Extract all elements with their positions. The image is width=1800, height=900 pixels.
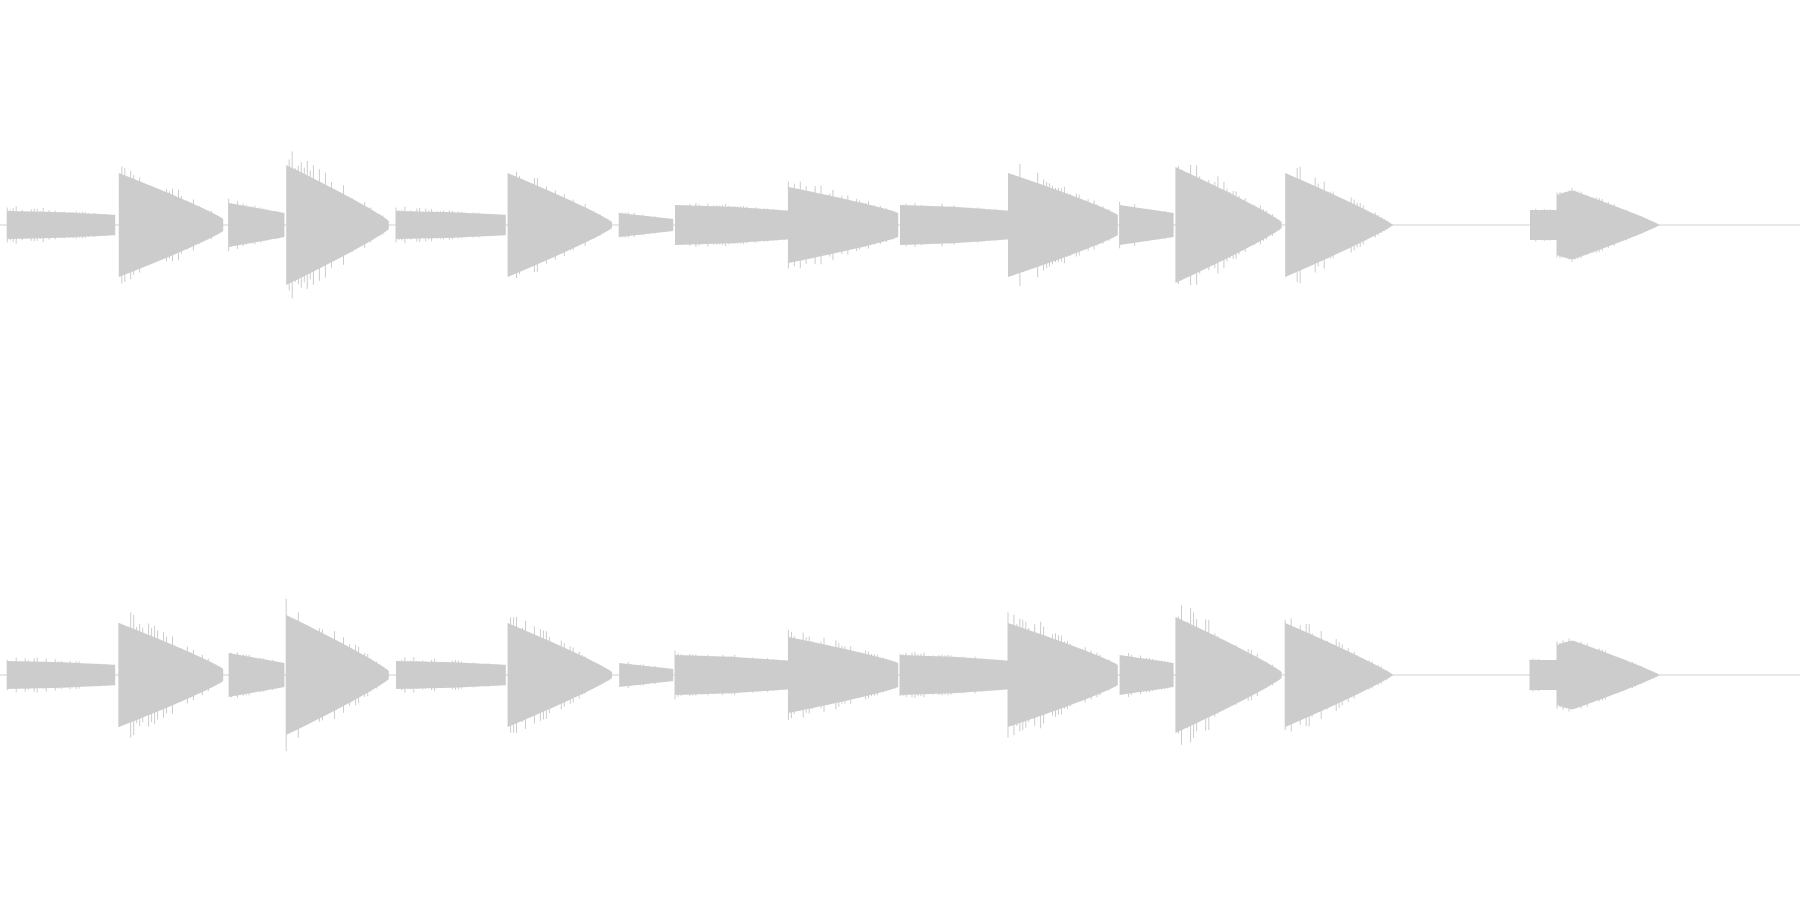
channel-left-tone-burst: [507, 173, 612, 277]
channel-right-tone-burst: [1530, 660, 1559, 690]
channel-right-tone-burst: [507, 623, 612, 727]
channel-left-tone-burst: [118, 173, 224, 277]
channel-left-tone-burst: [1285, 173, 1394, 277]
channel-right-tone-burst: [286, 615, 389, 735]
channel-left-tone-burst: [228, 203, 285, 247]
channel-left-tone-burst: [788, 187, 899, 263]
channel-right-tone-burst: [396, 661, 506, 689]
channel-right-tone-burst: [1008, 623, 1118, 727]
channel-right-tone-burst: [900, 655, 1008, 695]
channel-left-tone-burst: [7, 211, 116, 239]
channel-left-tone-burst: [286, 165, 389, 285]
channel-left-waveform[interactable]: [0, 151, 1800, 299]
channel-right-tone-burst: [118, 623, 224, 727]
channel-right-tone-burst: [1557, 640, 1660, 710]
channel-left-tone-burst: [1008, 173, 1118, 277]
channel-right-tone-burst: [228, 653, 285, 697]
channel-right-tone-burst: [1175, 617, 1282, 733]
channel-right-tone-burst: [619, 663, 674, 687]
channel-left-tone-burst: [1175, 167, 1282, 283]
channel-left-tone-burst: [396, 211, 506, 239]
channel-right-tone-burst: [788, 637, 899, 713]
channel-right-waveform[interactable]: [0, 598, 1800, 752]
